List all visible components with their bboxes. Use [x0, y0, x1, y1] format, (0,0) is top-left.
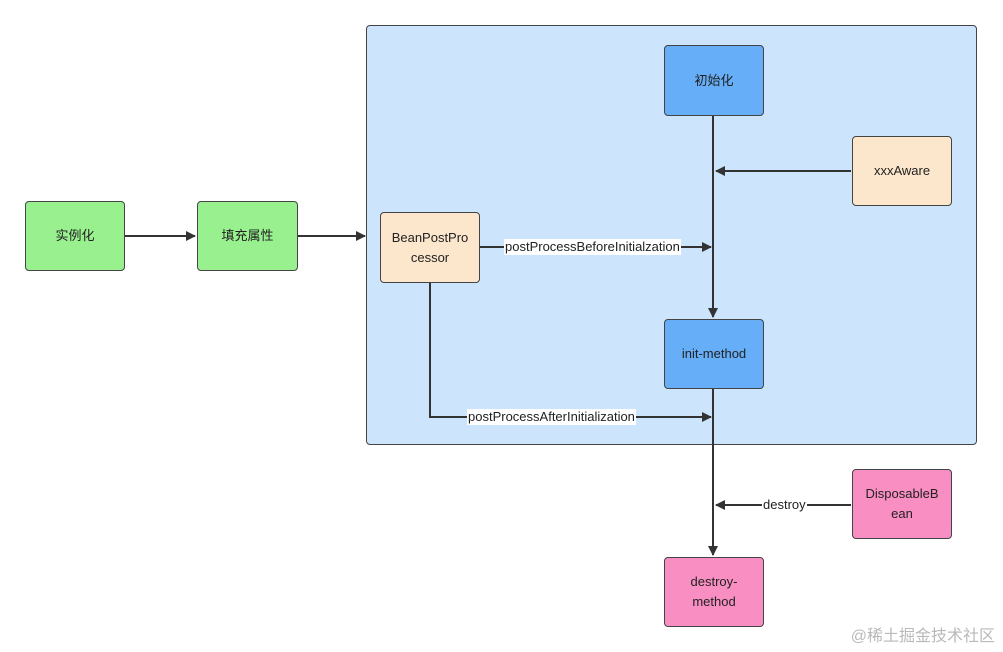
edge-label-before-init: postProcessBeforeInitialzation: [504, 239, 681, 255]
node-xxx-aware-label: xxxAware: [873, 163, 931, 178]
node-initialize-label: 初始化: [694, 72, 734, 88]
edge-label-after-init: postProcessAfterInitialization: [467, 409, 636, 425]
watermark: @稀土掘金技术社区: [850, 628, 995, 645]
node-destroy-method: destroy- method: [664, 557, 764, 627]
node-disposable-bean-label: DisposableB ean: [865, 486, 939, 521]
node-bean-post-processor: BeanPostPro cessor: [380, 212, 480, 283]
node-init-method-label: init-method: [681, 346, 747, 361]
node-xxx-aware: xxxAware: [852, 136, 952, 206]
node-instantiate-label: 实例化: [55, 228, 95, 243]
node-instantiate: 实例化: [25, 201, 125, 271]
edge-label-destroy: destroy: [762, 497, 807, 513]
node-init-method: init-method: [664, 319, 764, 389]
node-populate-label: 填充属性: [221, 228, 274, 243]
node-initialize: 初始化: [664, 45, 764, 116]
node-destroy-method-label: destroy- method: [690, 574, 738, 609]
node-disposable-bean: DisposableB ean: [852, 469, 952, 539]
node-populate-properties: 填充属性: [197, 201, 298, 271]
node-bean-post-processor-label: BeanPostPro cessor: [391, 229, 469, 265]
